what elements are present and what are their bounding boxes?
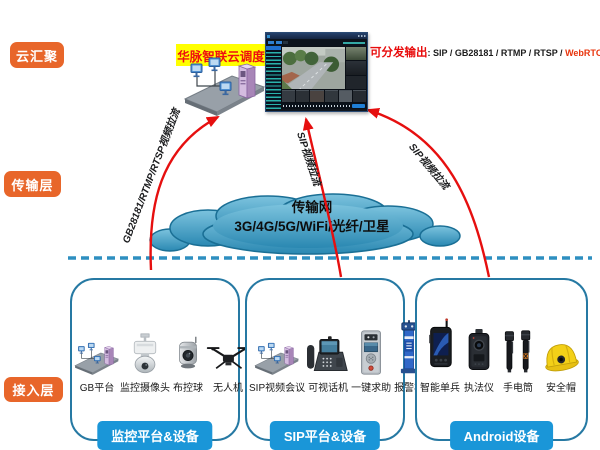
smart-soldier-device-icon: [421, 318, 459, 376]
app-logo: [267, 34, 270, 38]
cloud-network-links: 3G/4G/5G/WiFi/光纤/卫星: [234, 219, 390, 234]
device-label: 布控球: [173, 383, 203, 394]
distribution-output-line: 可分发输出: SIP / GB28181 / RTMP / RTSP / Web…: [370, 43, 600, 61]
layer-label-cloud-aggregation: 云汇聚: [10, 42, 64, 68]
device-label: 一键求助: [351, 383, 392, 394]
device-label: GB平台: [79, 383, 115, 394]
device-label: 报警柱: [394, 383, 425, 394]
platform-title: 华脉智联云调度: [176, 44, 266, 66]
video-wall: [281, 46, 367, 109]
group-sip-platform: SIP视频会议 可视话机 一键求助 报警柱 SIP平台&设备: [245, 278, 424, 450]
safety-helmet-icon: [539, 336, 583, 376]
group-android-devices: 智能单兵 执法仪 手电筒 安全帽 Android设备: [415, 278, 588, 450]
toolbar-button: [283, 40, 288, 45]
device-law-enforcement-recorder: 执法仪: [461, 327, 497, 394]
device-row: SIP视频会议 可视话机 一键求助 报警柱: [249, 320, 424, 394]
device-sip-video-conference: SIP视频会议: [249, 342, 305, 394]
video-thumbnail: [282, 90, 296, 102]
group-banner-monitor: 监控平台&设备: [97, 421, 213, 450]
device-label: 无人机: [213, 383, 243, 394]
device-drone: 无人机: [206, 342, 250, 394]
device-smart-soldier: 智能单兵: [420, 318, 460, 394]
timeline-dots: [283, 104, 352, 107]
video-thumbnail: [352, 90, 367, 102]
device-video-phone: 可视话机: [305, 334, 351, 394]
device-surveillance-camera: 监控摄像头: [120, 333, 170, 394]
flow-label-sip-mid: SIP视频拉流: [294, 130, 323, 188]
device-row: 智能单兵 执法仪 手电筒 安全帽: [419, 318, 584, 394]
device-deployment-ball: 布控球: [170, 335, 206, 394]
app-statusbar: [282, 103, 366, 108]
video-thumbnail: [338, 90, 352, 102]
video-tile: [346, 75, 366, 89]
device-label: SIP视频会议: [249, 383, 306, 394]
device-row: GB平台 监控摄像头 布控球 无人机: [74, 333, 236, 394]
surveillance-camera-icon: [126, 333, 164, 376]
layer-label-access: 接入层: [4, 377, 63, 402]
device-alarm-pillar: 报警柱: [391, 320, 427, 394]
video-phone-icon: [305, 334, 351, 376]
video-tile: [346, 61, 366, 75]
cloud-network-name: 传输网: [291, 200, 333, 215]
statusbar-button: [352, 103, 365, 108]
drone-icon: [206, 342, 250, 376]
flashlight-icon: [498, 329, 538, 376]
window-controls: [358, 35, 366, 37]
device-label: 手电筒: [503, 383, 533, 394]
device-label: 执法仪: [464, 383, 494, 394]
app-titlebar: [266, 33, 367, 39]
video-thumbnail: [296, 90, 310, 102]
app-body: [266, 46, 367, 109]
device-tree-panel: [266, 46, 281, 109]
device-label: 监控摄像头: [120, 383, 170, 394]
device-label: 可视话机: [308, 383, 349, 394]
device-label: 智能单兵: [420, 383, 460, 394]
thumbnail-strip: [282, 90, 367, 102]
app-toolbar: [266, 39, 367, 46]
layer-label-transport: 传输层: [4, 171, 61, 197]
deployment-ball-camera-icon: [170, 335, 206, 376]
group-banner-android: Android设备: [449, 421, 554, 450]
video-tile: [346, 47, 366, 61]
toolbar-button: [275, 40, 282, 45]
sip-video-conference-icon: [254, 342, 300, 376]
distribution-protocols: : SIP / GB28181 / RTMP / RTSP /: [427, 48, 566, 58]
device-one-key-help: 一键求助: [351, 329, 391, 394]
distribution-prefix: 可分发输出: [370, 47, 428, 59]
video-thumbnail: [310, 90, 324, 102]
device-flashlight: 手电筒: [498, 329, 538, 394]
group-banner-sip: SIP平台&设备: [269, 421, 381, 450]
toolbar-button: [268, 40, 274, 45]
dispatch-server-illustration: [183, 56, 267, 118]
device-gb-platform: GB平台: [74, 342, 120, 394]
gb-platform-icon: [74, 342, 120, 376]
toolbar-status-text: [343, 41, 365, 44]
device-safety-helmet: 安全帽: [539, 336, 583, 394]
video-thumbnail: [324, 90, 338, 102]
law-enforcement-recorder-icon: [461, 327, 497, 376]
group-monitor-platform: GB平台 监控摄像头 布控球 无人机 监控平台&设备: [70, 278, 240, 450]
tree-selected-row: [266, 46, 281, 50]
device-label: 安全帽: [546, 383, 576, 394]
distribution-webrtc: WebRTC......: [565, 48, 600, 58]
one-key-help-icon: [351, 329, 391, 376]
side-video-tiles: [346, 47, 366, 89]
main-video-tile: [282, 47, 345, 89]
dispatch-software-screenshot: [265, 32, 368, 112]
